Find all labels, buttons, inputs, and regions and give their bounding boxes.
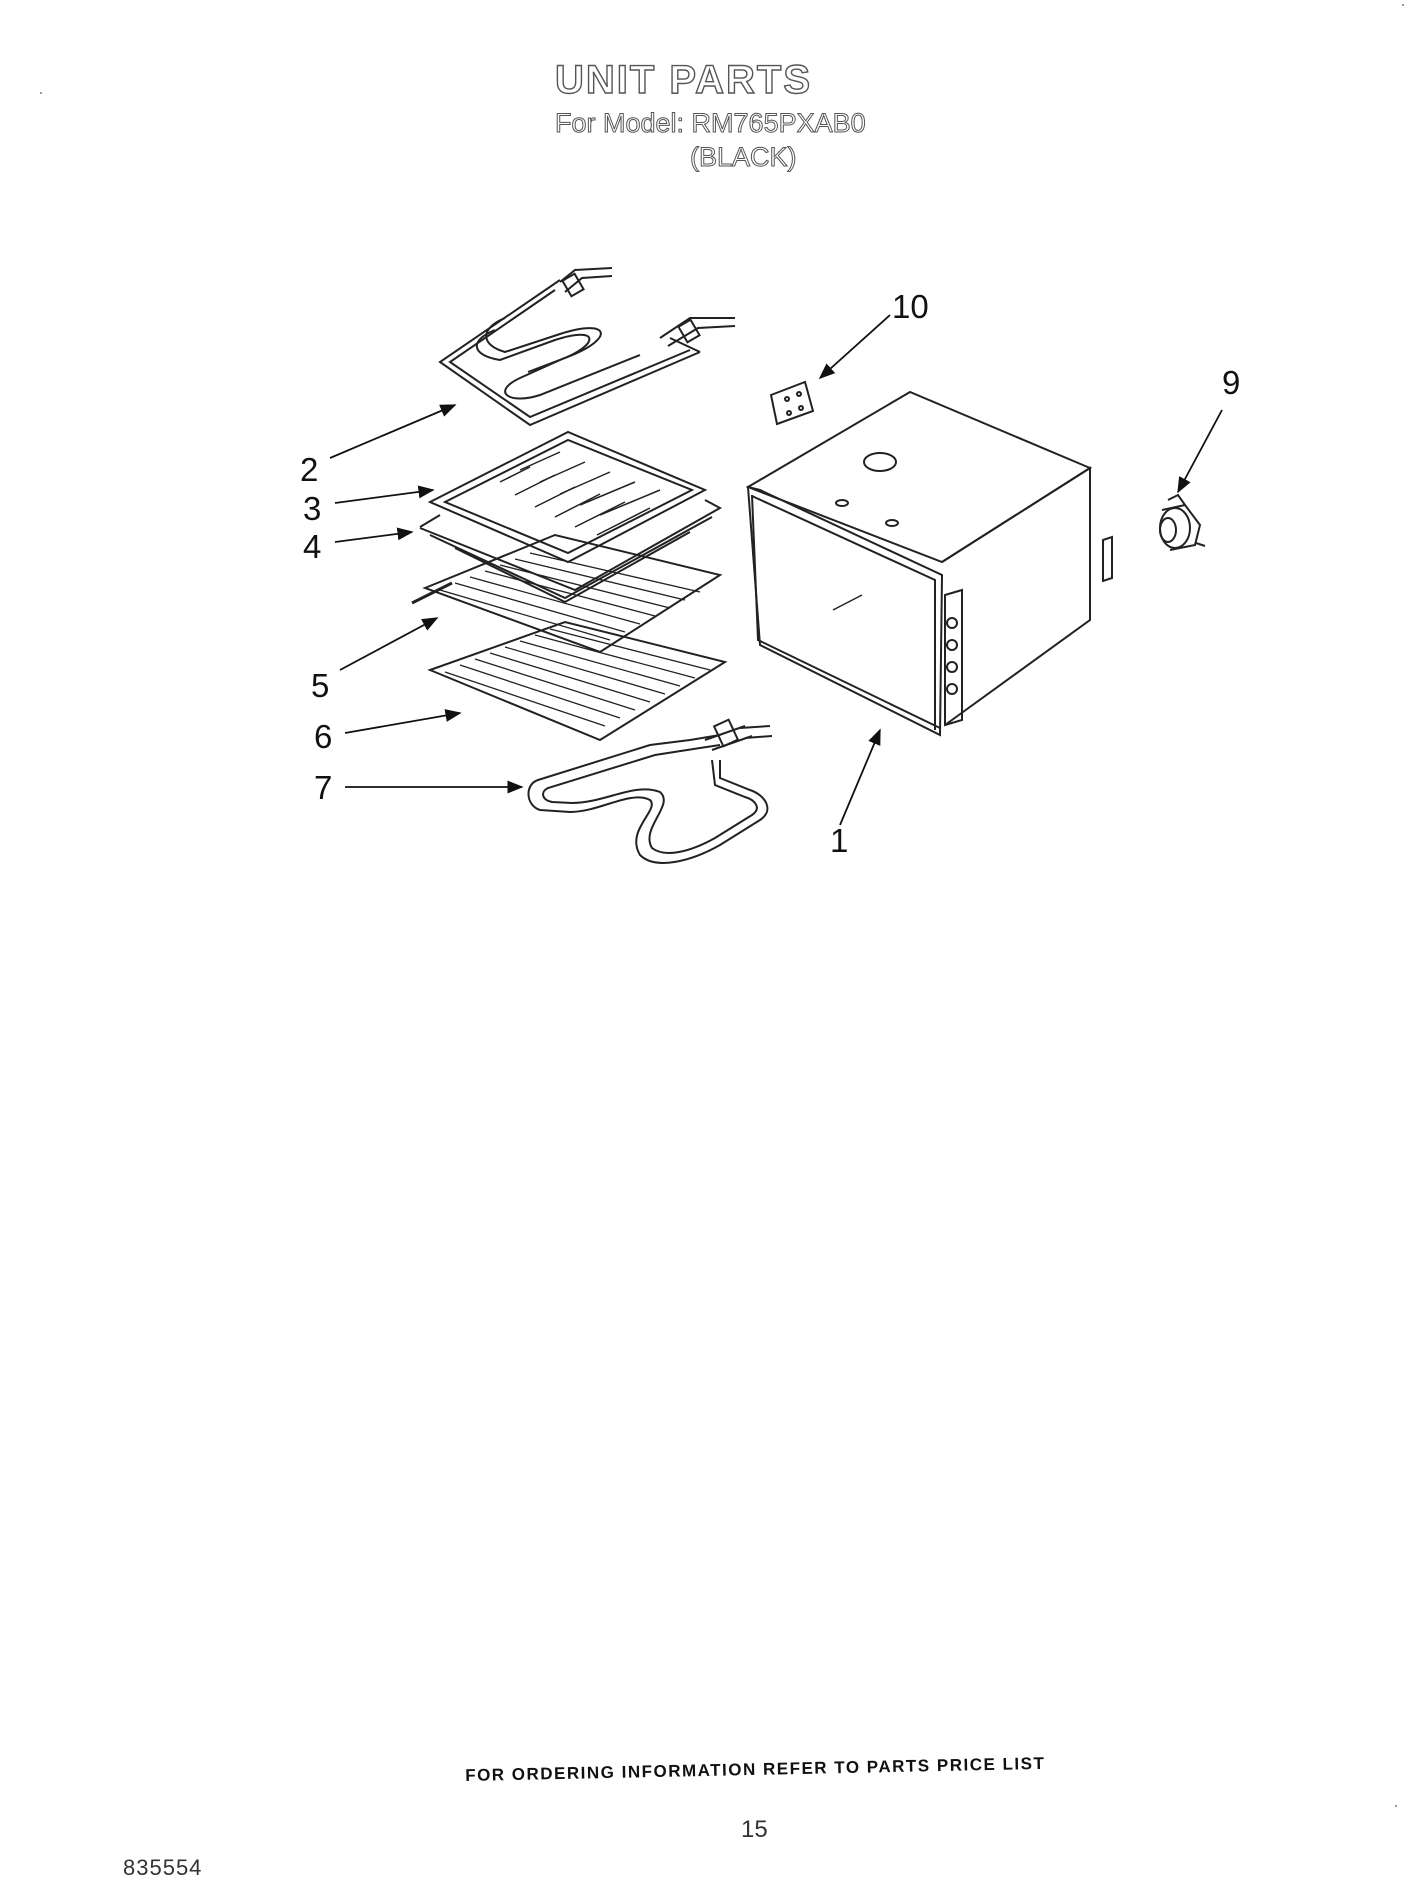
callout-leaders	[329, 314, 1223, 826]
callout-1: 1	[830, 822, 848, 859]
callout-4: 4	[303, 528, 321, 565]
scan-speck	[40, 92, 42, 94]
broiler-pan	[419, 499, 723, 604]
callout-labels: 1 2 3 4 5 6 7 9 10	[300, 288, 1240, 859]
oven-cavity	[745, 390, 1113, 737]
page-number: 15	[741, 1816, 768, 1843]
mounting-plate	[769, 380, 815, 426]
callout-3: 3	[303, 490, 321, 527]
callout-6: 6	[314, 718, 332, 755]
light-socket	[1159, 493, 1206, 551]
model-line: For Model: RM765PXAB0	[555, 108, 867, 139]
callout-2: 2	[300, 451, 318, 488]
broil-element	[438, 267, 736, 427]
oven-rack-upper	[411, 533, 723, 654]
color-line: (BLACK)	[690, 142, 798, 173]
oven-rack-lower	[427, 620, 728, 742]
document-number: 835554	[123, 1855, 203, 1880]
callout-5: 5	[311, 667, 329, 704]
scan-speck	[1402, 4, 1404, 6]
bake-element	[527, 718, 773, 864]
callout-9: 9	[1222, 364, 1240, 401]
scan-speck	[1395, 1805, 1397, 1807]
page-title: UNIT PARTS	[554, 57, 813, 102]
broiler-pan-insert	[427, 430, 708, 564]
callout-10: 10	[892, 288, 929, 325]
callout-7: 7	[314, 769, 332, 806]
